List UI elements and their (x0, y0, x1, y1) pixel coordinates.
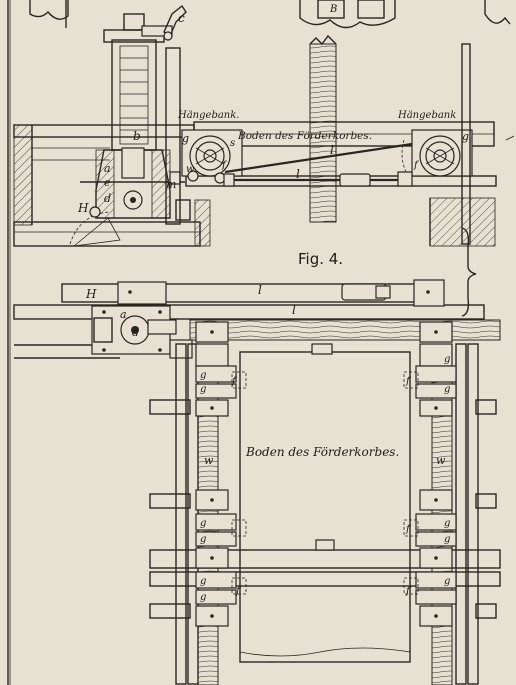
label-l-plan-upper: l (258, 283, 262, 297)
label-f-right: f (413, 160, 420, 171)
label-g-right: g (462, 130, 469, 143)
label-boden-center: Boden des Förderkorbes. (245, 445, 399, 459)
label-w-plan-right: w (436, 454, 446, 467)
label-f-plan-r1: f (405, 376, 412, 387)
label-g-plan-l1: g (200, 370, 206, 381)
label-f-plan-r3: f (405, 586, 412, 597)
label-a-plan: a (120, 308, 127, 321)
label-c: c (178, 11, 185, 25)
top-fragment-left (29, 0, 69, 28)
label-s-left: s (230, 138, 235, 149)
label-g-left: g (182, 132, 189, 145)
label-w-plan-left: w (204, 454, 214, 467)
left-clamps (195, 321, 247, 627)
label-b: b (133, 129, 141, 143)
label-f-left: f (221, 160, 228, 171)
label-d-plan: d (132, 326, 139, 339)
plan-view (13, 279, 501, 685)
label-g-plan-r4: g (444, 534, 450, 545)
label-g-plan-r3: g (444, 518, 450, 529)
top-fragment-center: B (299, 0, 396, 29)
label-d: d (104, 192, 111, 205)
svg-text:B: B (329, 4, 337, 15)
label-f-plan-r2: f (405, 524, 412, 535)
label-l-upper: l (330, 143, 334, 157)
figure-label: Fig. 4. (298, 250, 343, 268)
label-e: e (104, 176, 111, 189)
label-f-plan-l2: f (235, 586, 242, 597)
label-f-plan-l1: f (231, 376, 238, 387)
label-g-plan-l6: g (200, 592, 206, 603)
label-haengebank-left: Hängebank. (177, 110, 239, 121)
label-g-plan-r1: g (444, 354, 450, 365)
label-g-plan-l3: g (200, 518, 206, 529)
label-H-plan: H (85, 287, 97, 301)
label-w-left: w (186, 164, 195, 175)
top-fragment-right (484, 0, 511, 25)
label-haengebank-right: Hängebank (397, 110, 456, 121)
label-boden-top: Boden des Förderkorbes. (237, 130, 372, 142)
label-a: a (104, 162, 111, 175)
jack-column (103, 4, 187, 151)
label-g-plan-r5: g (444, 576, 450, 587)
label-l-plan-lower: l (292, 303, 296, 317)
label-g-plan-l5: g (200, 576, 206, 587)
label-g-plan-l4: g (200, 534, 206, 545)
label-m: m (166, 178, 176, 191)
label-g-plan-r2: g (444, 384, 450, 395)
upper-link-rod (224, 142, 413, 174)
label-l-lower: l (296, 167, 300, 181)
left-roller (181, 129, 243, 184)
side-elevation (13, 4, 515, 247)
label-g-plan-l2: g (200, 384, 206, 395)
label-H-top: H (77, 201, 89, 215)
